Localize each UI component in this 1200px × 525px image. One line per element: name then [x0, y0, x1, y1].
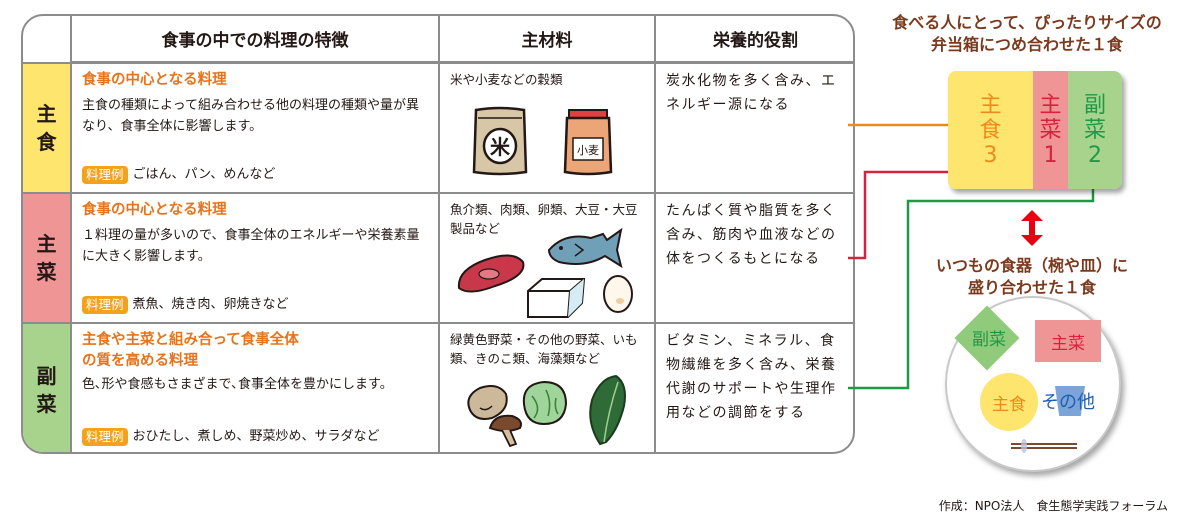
svg-text:米: 米	[490, 135, 511, 159]
feature-title: 食事の中心となる料理	[82, 72, 227, 88]
grid-vline	[438, 16, 440, 452]
row-label-shushoku: 主 食	[23, 63, 70, 193]
row-label-fukusai: 副 菜	[23, 323, 70, 452]
example-line: 料理例 ごはん、パン、めんなど	[82, 166, 275, 184]
chopstick-icon	[1011, 447, 1077, 449]
double-arrow-icon	[1021, 210, 1043, 246]
row-label-char: 菜	[36, 391, 57, 416]
mushroom-icon	[488, 414, 522, 448]
bento-caption-line: 弁当箱につめ合わせた１食	[930, 35, 1123, 54]
plate-label-shusai: 主菜	[1035, 320, 1101, 362]
material-cell-shushoku: 米や小麦などの穀類	[440, 64, 654, 192]
grid-hline	[23, 192, 853, 194]
example-badge: 料理例	[82, 428, 128, 446]
example-badge: 料理例	[82, 166, 128, 184]
material-cell-fukusai: 緑黄色野菜・その他の野菜、いも類、きのこ類、海藻類など	[440, 324, 654, 452]
bento-part-shusai: 主 菜 1	[1033, 71, 1068, 189]
example-text: おひたし、煮しめ、野菜炒め、サラダなど	[132, 429, 380, 444]
grid-hline	[23, 62, 853, 64]
grid-hline	[23, 322, 853, 324]
feature-cell-fukusai: 主食や主菜と組み合って食事全体の質を高める料理 色､形や食感もさまざまで､食事全…	[72, 324, 438, 452]
bento-char: 主	[979, 92, 1002, 118]
bento-caption-line: 食べる人にとって、ぴったりサイズの	[892, 13, 1162, 32]
example-line: 料理例 煮魚、焼き肉、卵焼きなど	[82, 296, 289, 314]
role-cell-shusai: たんぱく質や脂質を多く含み、筋肉や血液などの体をつくるもとになる	[656, 194, 853, 322]
feature-title: 食事の中心となる料理	[82, 202, 227, 218]
plate-caption-line: いつもの食器（椀や皿）に	[935, 256, 1128, 275]
row-bg-fukusai	[23, 323, 70, 452]
plate-caption-line: 盛り合わせた１食	[967, 278, 1096, 297]
svg-text:小麦: 小麦	[577, 144, 599, 157]
role-cell-shushoku: 炭水化物を多く含み、エネルギー源になる	[656, 64, 853, 192]
potato-icon	[467, 385, 508, 420]
example-line: 料理例 おひたし、煮しめ、野菜炒め、サラダなど	[82, 428, 380, 446]
plate: 副菜 主菜 主食 その他	[945, 296, 1121, 472]
example-text: 煮魚、焼き肉、卵焼きなど	[132, 297, 289, 312]
role-text: たんぱく質や脂質を多く含み、筋肉や血液などの体をつくるもとになる	[666, 203, 837, 267]
example-badge: 料理例	[82, 296, 128, 314]
header-feature: 食事の中での料理の特徴	[72, 16, 438, 63]
row-label-char: 食	[36, 130, 57, 154]
bento-box: 主 食 3 主 菜 1 副 菜 2	[948, 71, 1122, 189]
grid-vline	[654, 16, 656, 452]
bento-char: 副	[1083, 92, 1106, 118]
tofu-icon	[527, 278, 586, 318]
bento-char: 菜	[1083, 117, 1106, 143]
feature-description: 色､形や食感もさまざまで､食事全体を豊かにします。	[82, 377, 393, 392]
bento-char: 主	[1039, 92, 1062, 118]
bento-caption: 食べる人にとって、ぴったりサイズの 弁当箱につめ合わせた１食	[862, 12, 1192, 56]
role-cell-fukusai: ビタミン、ミネラル、食物繊維を多く含み、栄養代謝のサポートや生理作用などの調節を…	[656, 324, 853, 452]
meat-icon	[457, 254, 525, 293]
flour-bag-icon: 小麦	[563, 109, 613, 176]
chopstick-rest-icon	[1021, 439, 1027, 453]
bento-ratio: 3	[983, 142, 998, 168]
egg-icon	[603, 275, 633, 313]
bento-part-shushoku: 主 食 3	[948, 71, 1033, 189]
row-label-char: 副	[36, 363, 57, 388]
chopstick-icon	[1011, 443, 1077, 445]
row-label-char: 主	[36, 232, 57, 256]
bento-part-fukusai: 副 菜 2	[1068, 71, 1122, 189]
feature-description: 主食の種類によって組み合わせる他の料理の種類や量が異なり、食事全体に影響します。	[82, 98, 419, 134]
meal-structure-table: 食事の中での料理の特徴 主材料 栄養的役割 主 食 食事の中心となる料理 主食の…	[21, 14, 855, 454]
fish-icon	[547, 227, 623, 269]
header-role: 栄養的役割	[656, 16, 853, 63]
feature-title: 主食や主菜と組み合って食事全体の質を高める料理	[82, 332, 299, 369]
material-cell-shusai: 魚介類、肉類、卵類、大豆・大豆製品など	[440, 194, 654, 322]
material-text: 緑黄色野菜・その他の野菜、いも類、きのこ類、海藻類など	[450, 332, 638, 366]
row-bg-shusai	[23, 193, 70, 323]
row-label-char: 菜	[36, 260, 57, 284]
bento-char: 菜	[1039, 117, 1062, 143]
plate-label-sonota: その他	[1041, 392, 1095, 413]
row-bg-shushoku	[23, 63, 70, 193]
cabbage-icon	[522, 380, 568, 426]
sonota-cup-shape	[1055, 386, 1085, 416]
grid-vline	[70, 16, 72, 452]
feature-description: １料理の量が多いので、食事全体のエネルギーや栄養素量に大きく影響します。	[82, 228, 420, 264]
row-label-char: 主	[36, 102, 57, 126]
feature-cell-shushoku: 食事の中心となる料理 主食の種類によって組み合わせる他の料理の種類や量が異なり、…	[72, 64, 438, 192]
spinach-icon	[589, 374, 626, 446]
plate-label-shushoku: 主食	[980, 373, 1038, 431]
role-text: ビタミン、ミネラル、食物繊維を多く含み、栄養代謝のサポートや生理作用などの調節を…	[666, 333, 837, 421]
example-text: ごはん、パン、めんなど	[132, 167, 276, 182]
role-text: 炭水化物を多く含み、エネルギー源になる	[666, 73, 837, 113]
bento-ratio: 2	[1088, 142, 1102, 168]
row-label-shusai: 主 菜	[23, 193, 70, 323]
header-material: 主材料	[440, 16, 654, 63]
plate-caption: いつもの食器（椀や皿）に 盛り合わせた１食	[900, 255, 1164, 299]
material-text: 米や小麦などの穀類	[450, 72, 563, 87]
bento-char: 食	[979, 117, 1002, 143]
rice-bag-icon: 米	[472, 106, 528, 176]
material-text: 魚介類、肉類、卵類、大豆・大豆製品など	[450, 202, 638, 236]
credit-text: 作成：NPO法人 食生態学実践フォーラム	[938, 499, 1168, 513]
feature-cell-shusai: 食事の中心となる料理 １料理の量が多いので、食事全体のエネルギーや栄養素量に大き…	[72, 194, 438, 322]
plate-label-fukusai: 副菜	[972, 330, 1006, 350]
bento-ratio: 1	[1043, 142, 1058, 168]
